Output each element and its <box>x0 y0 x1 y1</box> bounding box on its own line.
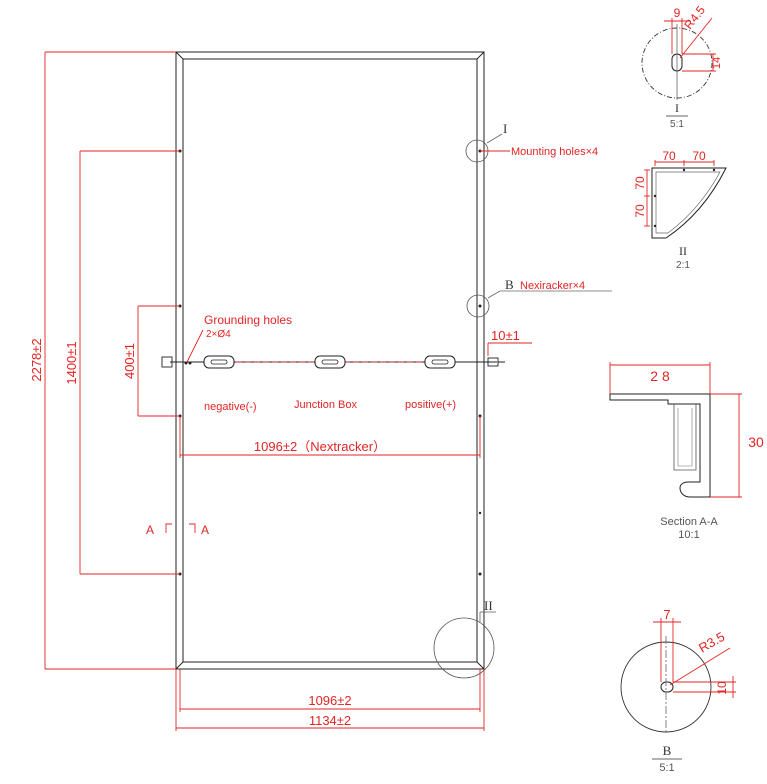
section-a-right: A <box>201 523 209 537</box>
negative-label: negative(-) <box>204 401 257 413</box>
bottom-overall-width-value: 1134±2 <box>309 713 351 728</box>
grounding-leader <box>186 329 204 363</box>
bottom-inner-width-value: 1096±2 <box>308 693 351 708</box>
module-frame <box>175 51 485 670</box>
detail-i-marker <box>465 133 510 163</box>
junction-box-positive <box>424 355 456 369</box>
mounting-holes-label: Mounting holes×4 <box>511 146 598 158</box>
detail-b-radius: R3.5 <box>696 629 727 656</box>
detail-ii-ref: II <box>484 598 493 613</box>
detail-i-ref: I <box>503 121 507 136</box>
detail-i-scale: 5:1 <box>670 119 684 130</box>
overall-length-value: 2278±2 <box>29 338 44 381</box>
detail-b-height: 10 <box>715 681 729 695</box>
detail-b-title: B <box>663 743 672 758</box>
detail-i-title: I <box>675 101 679 115</box>
detail-ii-top-a: 70 <box>662 149 676 163</box>
detail-ii-side-c: 70 <box>633 176 647 190</box>
detail-b-ref: B <box>505 277 514 292</box>
positive-label: positive(+) <box>405 399 456 411</box>
nextracker-width-value: 1096±2（Nextracker） <box>254 439 386 454</box>
section-a-left: A <box>146 523 154 537</box>
section-aa-view <box>609 362 742 498</box>
junction-box-negative <box>203 355 235 369</box>
dim-grounding-spacing <box>137 305 180 417</box>
grounding-holes-label: Grounding holes <box>204 313 292 327</box>
section-aa-height: 30 <box>748 434 764 450</box>
cable-offset-value: 10±1 <box>491 328 520 343</box>
grounding-spacing-value: 400±1 <box>122 343 137 379</box>
dim-bottom-widths <box>175 669 485 731</box>
dim-overall-length <box>44 51 176 670</box>
section-aa-scale: 10:1 <box>678 529 699 541</box>
detail-i-height: 14 <box>711 57 723 69</box>
detail-ii-side-d: 70 <box>633 204 647 218</box>
dim-mounting-spacing <box>79 150 180 575</box>
detail-b-view <box>620 618 736 733</box>
detail-ii-marker <box>433 611 496 679</box>
junction-box-label: Junction Box <box>294 399 357 411</box>
mounting-spacing-value: 1400±1 <box>64 341 79 384</box>
detail-ii-scale: 2:1 <box>676 260 690 271</box>
detail-ii-view <box>644 160 727 239</box>
junction-box-center <box>314 355 346 369</box>
nexiracker-label: Nexiracker×4 <box>520 280 585 292</box>
grounding-spec-label: 2×Ø4 <box>206 329 231 340</box>
detail-i-width: 9 <box>674 6 681 20</box>
section-aa-title: Section A-A <box>660 516 718 528</box>
detail-b-width: 7 <box>663 607 670 622</box>
dim-nextracker-width <box>179 416 481 458</box>
detail-ii-top-b: 70 <box>692 149 706 163</box>
detail-ii-title: II <box>679 244 687 258</box>
detail-i-view <box>641 17 716 100</box>
section-aa-width: 2 8 <box>650 368 670 384</box>
detail-b-marker <box>466 290 612 318</box>
dim-cable-offset <box>487 342 532 356</box>
section-a-marker <box>165 523 196 533</box>
detail-b-scale: 5:1 <box>659 762 674 774</box>
